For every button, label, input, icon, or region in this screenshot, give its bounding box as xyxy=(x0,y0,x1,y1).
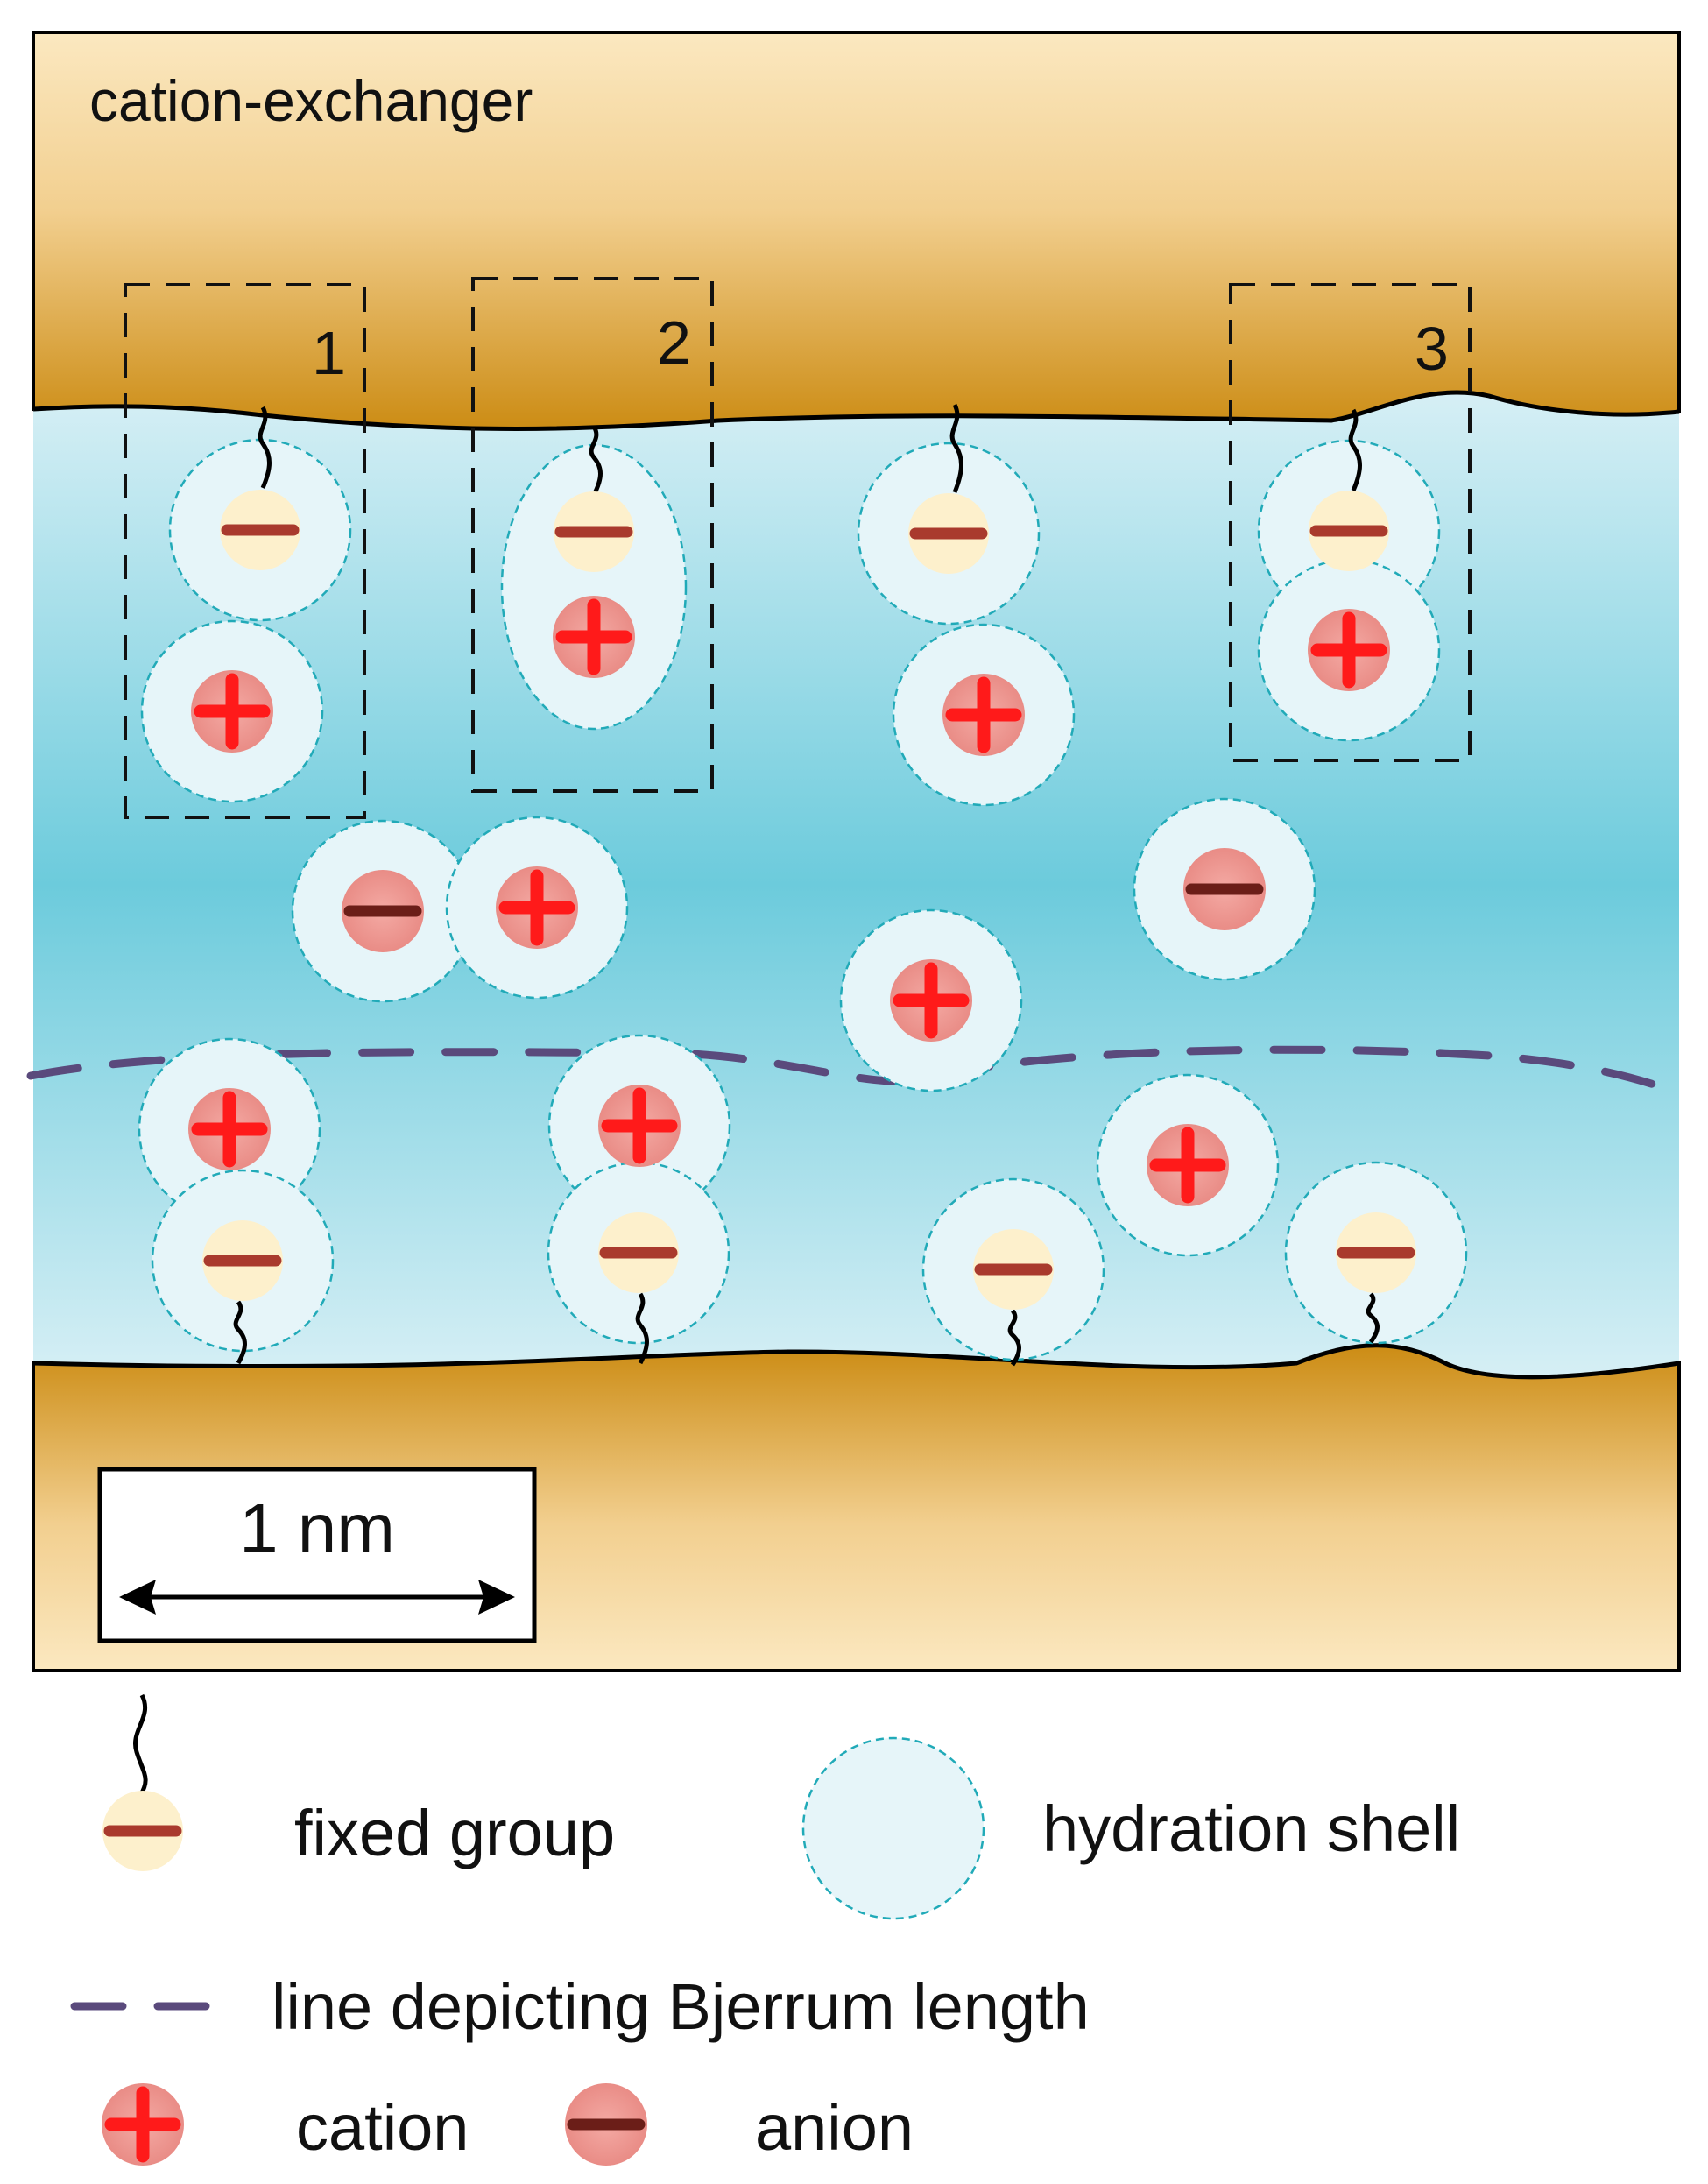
diagram-title: cation-exchanger xyxy=(89,68,533,133)
box-3 xyxy=(1229,283,1472,762)
legend-icons xyxy=(102,1693,985,2166)
legend-cation-label: cation xyxy=(296,2091,469,2164)
legend-bjerrum-label: line depicting Bjerrum length xyxy=(272,1970,1090,2043)
anion-icon xyxy=(1183,848,1266,930)
cation-icon xyxy=(1308,609,1390,691)
scale-bar-label: 1 nm xyxy=(239,1489,395,1567)
tether-chain xyxy=(1348,408,1362,491)
cation-icon xyxy=(553,596,635,678)
cation-icon xyxy=(1147,1124,1229,1206)
tether-chain xyxy=(233,1300,247,1365)
cation-icon xyxy=(890,959,972,1042)
cation-icon xyxy=(598,1085,681,1167)
tether-chain xyxy=(949,403,963,493)
tether-chain xyxy=(635,1292,649,1365)
hydration-shell xyxy=(500,443,688,731)
cation-icon xyxy=(942,674,1025,756)
tether-chain xyxy=(1007,1309,1021,1367)
fixed-group-icon xyxy=(554,491,634,572)
legend-anion-icon xyxy=(565,2083,647,2166)
fixed-group-icon xyxy=(220,490,300,570)
fixed-group-icon xyxy=(1309,491,1389,571)
legend: fixed group hydration shell line depicti… xyxy=(70,1693,1460,2166)
box-label-2: 2 xyxy=(657,308,691,377)
tether-chain xyxy=(258,406,272,489)
scale-bar: 1 nm xyxy=(97,1467,537,1643)
anion-icon xyxy=(565,2083,647,2166)
cation-icon xyxy=(188,1088,271,1170)
legend-hydration-shell-icon xyxy=(801,1736,985,1920)
legend-cation-icon xyxy=(102,2083,184,2166)
fixed-group-icon xyxy=(102,1791,183,1871)
fixed-group-icon xyxy=(202,1220,283,1301)
hydration-shell xyxy=(801,1736,985,1920)
tether-chain xyxy=(1366,1292,1380,1344)
cation-icon xyxy=(496,866,578,949)
legend-anion-label: anion xyxy=(755,2091,914,2164)
box-label-3: 3 xyxy=(1415,315,1449,383)
box-1 xyxy=(124,283,366,819)
box-label-1: 1 xyxy=(312,319,346,387)
anion-icon xyxy=(342,870,424,952)
fixed-group-icon xyxy=(908,493,989,574)
legend-hydration-shell-label: hydration shell xyxy=(1042,1792,1460,1865)
cation-icon xyxy=(102,2083,184,2166)
fixed-group-icon xyxy=(1336,1212,1416,1293)
legend-fixed-group-icon xyxy=(102,1693,183,1871)
fixed-group-icon xyxy=(598,1212,679,1293)
box-2 xyxy=(471,277,714,793)
tether-chain xyxy=(589,425,603,497)
cation-icon xyxy=(191,670,273,753)
particles xyxy=(138,403,1468,1367)
legend-fixed-group-label: fixed group xyxy=(294,1797,615,1869)
fixed-group-icon xyxy=(973,1229,1054,1310)
